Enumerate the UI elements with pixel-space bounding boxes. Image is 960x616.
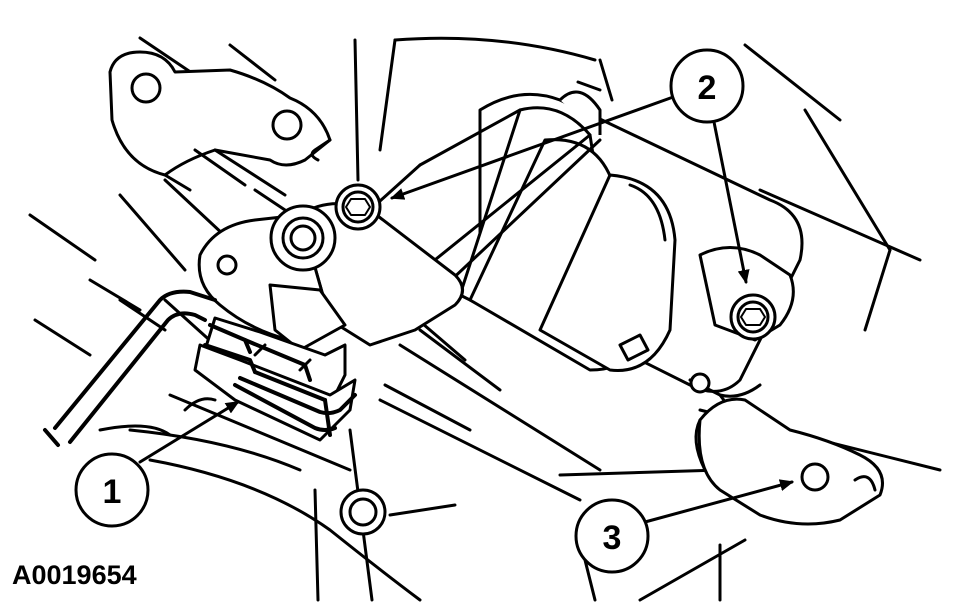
bracket-hole-3 [800, 462, 830, 492]
callout-3-label: 3 [603, 519, 622, 557]
callout-3: 3 [574, 498, 650, 574]
bracket-bolt-hole [271, 109, 303, 141]
small-boss [689, 372, 711, 394]
callout-1-label: 1 [103, 473, 122, 511]
leader-2a [390, 94, 678, 200]
callout-1: 1 [74, 452, 150, 528]
figure-id: A0019654 [12, 560, 137, 590]
mounting-plate [197, 204, 347, 352]
egr-bolt-upper [334, 183, 382, 231]
plate-hole [216, 254, 238, 276]
egr-tube-fitting [43, 289, 357, 447]
leader-1 [138, 400, 240, 464]
egr-valve [298, 80, 884, 526]
leader-3 [643, 479, 794, 524]
lower-bolt [339, 488, 387, 536]
callout-leaders [138, 94, 794, 524]
engine-background-lines [28, 36, 942, 602]
callout-2-label: 2 [698, 69, 717, 107]
callout-2: 2 [669, 48, 745, 124]
egr-square-boss [618, 333, 650, 362]
bracket-bolt-hole [130, 72, 162, 104]
leader-2b [712, 120, 750, 284]
upper-bracket [108, 50, 332, 222]
egr-bolt-lower [729, 293, 777, 341]
